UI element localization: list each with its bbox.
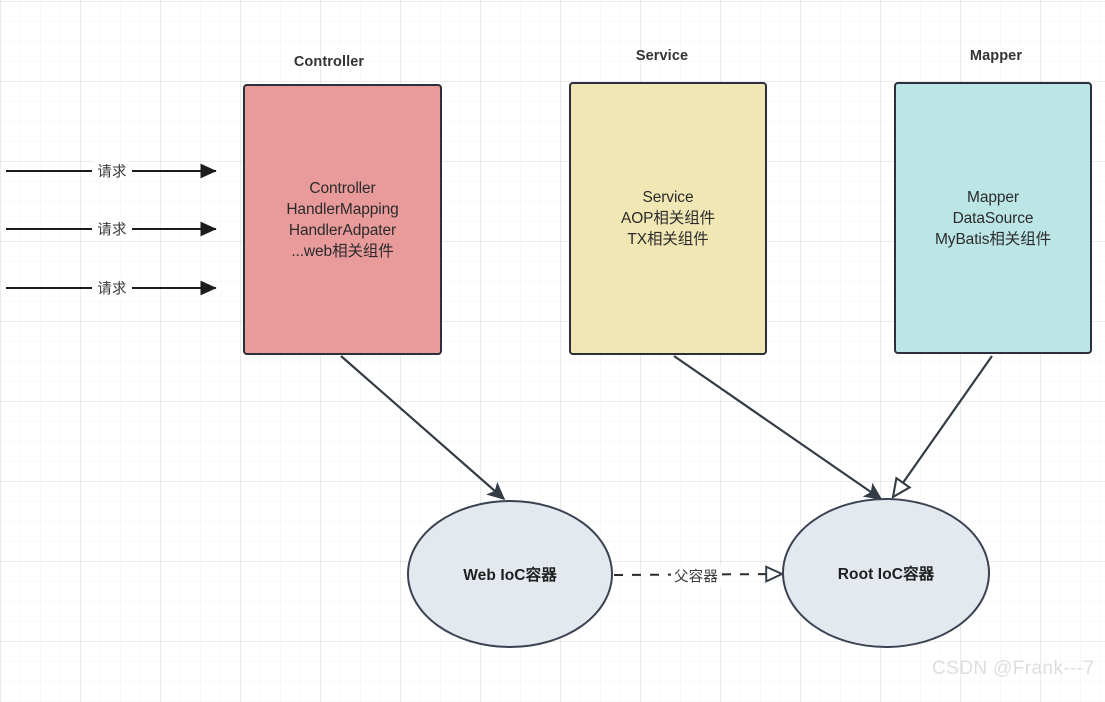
box-title-mapper: Mapper — [969, 48, 1023, 64]
node-web-ioc-container[interactable]: Web IoC容器 — [407, 500, 613, 648]
watermark: CSDN @Frank---7 — [932, 658, 1095, 679]
request-label-2: 请求 — [94, 218, 130, 240]
node-mapper[interactable]: Mapper DataSource MyBatis相关组件 — [894, 82, 1092, 354]
box-title-service: Service — [635, 48, 689, 64]
connector-label-parent-container: 父容器 — [670, 565, 722, 587]
request-label-3: 请求 — [94, 277, 130, 299]
connector-service-to-root-ioc — [673, 355, 883, 500]
node-controller[interactable]: Controller HandlerMapping HandlerAdpater… — [243, 84, 442, 355]
node-root-ioc-container[interactable]: Root IoC容器 — [782, 498, 990, 648]
connector-mapper-to-root-ioc — [893, 355, 993, 497]
request-label-1: 请求 — [94, 160, 130, 182]
connector-controller-to-web-ioc — [340, 355, 506, 501]
box-title-controller: Controller — [293, 54, 365, 70]
node-service[interactable]: Service AOP相关组件 TX相关组件 — [569, 82, 767, 355]
